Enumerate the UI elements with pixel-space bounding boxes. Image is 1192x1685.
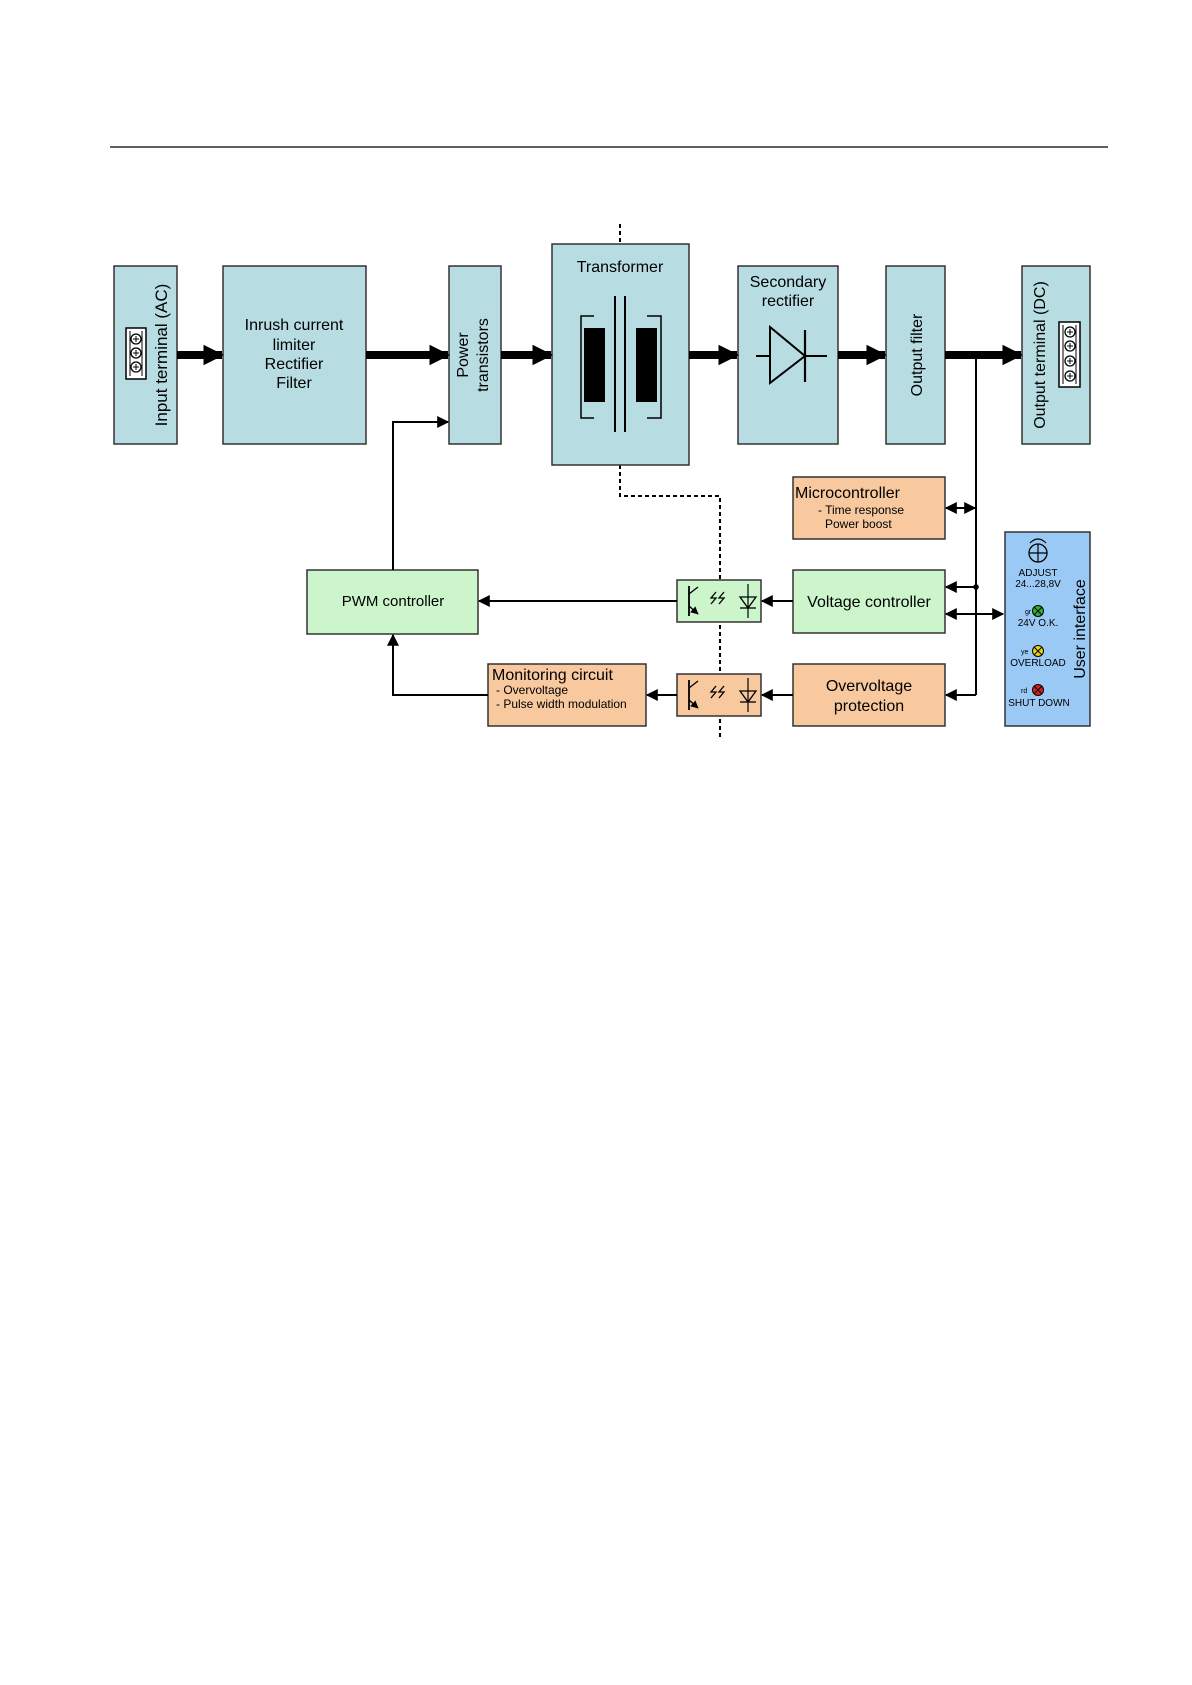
output-filter-block: Output filter: [885, 265, 946, 445]
transformer-block: Transformer: [551, 243, 690, 466]
inrush-label-2: limiter: [273, 337, 316, 354]
optocoupler-icon: [676, 579, 762, 623]
inrush-label-1: Inrush current: [245, 317, 344, 334]
adjust-potentiometer-icon: [1028, 538, 1048, 563]
inrush-label-4: Filter: [276, 375, 312, 392]
power-transistors-label-2: transistors: [475, 318, 492, 392]
user-interface-title: User interface: [1072, 579, 1089, 679]
power-transistors-label-1: Power: [455, 332, 472, 378]
led-code: gr: [1025, 609, 1032, 616]
secondary-rectifier-label-2: rectifier: [762, 293, 815, 310]
voltage-controller-block: Voltage controller: [792, 569, 946, 634]
isolation-boundary: [619, 224, 721, 740]
secondary-rectifier-block: Secondary rectifier: [737, 265, 839, 445]
overvoltage-label-2: protection: [834, 698, 904, 715]
led-label: OVERLOAD: [1010, 658, 1066, 669]
user-interface-panel: User interface ADJUST 24...28,8V gr 24V …: [1004, 531, 1091, 727]
terminal-screws-icon: [125, 327, 147, 380]
led-code: rd: [1021, 688, 1027, 695]
output-terminal-block: Output terminal (DC): [1021, 265, 1091, 445]
microcontroller-line1: - Time response: [818, 503, 904, 517]
output-terminal-label: Output terminal (DC): [1032, 281, 1049, 429]
microcontroller-title: Microcontroller: [795, 485, 901, 502]
led-label: 24V O.K.: [1018, 618, 1059, 629]
transformer-label: Transformer: [577, 259, 664, 276]
microcontroller-line2: Power boost: [825, 517, 892, 531]
terminal-screws-icon: [1058, 321, 1081, 388]
transformer-symbol: [580, 296, 662, 432]
overvoltage-label-1: Overvoltage: [826, 678, 912, 695]
monitoring-line1: - Overvoltage: [496, 683, 568, 697]
monitoring-circuit-block: Monitoring circuit - Overvoltage - Pulse…: [487, 663, 647, 727]
pwm-controller-block: PWM controller: [306, 569, 479, 635]
output-filter-label: Output filter: [909, 313, 926, 396]
inrush-label-3: Rectifier: [265, 356, 324, 373]
inrush-rectifier-filter-block: Inrush current limiter Rectifier Filter: [222, 265, 367, 445]
led-label: SHUT DOWN: [1008, 698, 1069, 709]
optocoupler-icon: [676, 673, 762, 717]
diode-icon: [756, 324, 827, 386]
secondary-rectifier-label-1: Secondary: [750, 274, 827, 291]
led-code: ye: [1021, 649, 1029, 656]
input-terminal-label: Input terminal (AC): [152, 284, 171, 427]
control-path-arrows: [387, 355, 1005, 701]
overvoltage-protection-block: Overvoltage protection: [792, 663, 946, 727]
microcontroller-block: Microcontroller - Time response Power bo…: [792, 476, 946, 540]
power-transistors-block: Power transistors: [448, 265, 502, 445]
monitoring-line2: - Pulse width modulation: [496, 697, 627, 711]
adjust-label: ADJUST: [1019, 568, 1058, 579]
input-terminal-block: Input terminal (AC): [113, 265, 178, 445]
voltage-controller-label: Voltage controller: [807, 594, 931, 611]
pwm-controller-label: PWM controller: [342, 593, 445, 610]
monitoring-title: Monitoring circuit: [492, 667, 613, 684]
adjust-range: 24...28,8V: [1015, 579, 1061, 590]
